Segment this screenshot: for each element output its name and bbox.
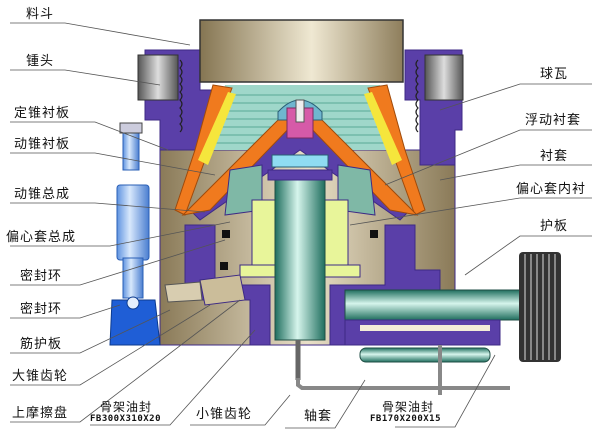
- label-moving-cone-liner: 动锥衬板: [14, 137, 71, 152]
- label-fixed-cone-liner: 定锥衬板: [14, 106, 71, 121]
- label-lock-head: 锺头: [26, 54, 55, 69]
- leader-lines: [10, 22, 496, 429]
- label-seal-ring-1: 密封环: [20, 269, 63, 284]
- label-hopper: 料斗: [26, 7, 55, 22]
- label-guard-plate: 护板: [540, 219, 569, 234]
- label-rib-guard: 筋护板: [20, 337, 63, 352]
- label-oil-seal-1: 骨架油封: [100, 400, 153, 414]
- label-moving-cone-assembly: 动锥总成: [14, 187, 71, 202]
- label-ball-bearing-shell: 球瓦: [540, 67, 569, 82]
- label-eccentric-inner-liner: 偏心套内衬: [516, 182, 587, 197]
- label-upper-friction-disc: 上摩擦盘: [12, 406, 69, 421]
- label-eccentric-assembly: 偏心套总成: [6, 230, 77, 245]
- label-floating-bushing: 浮动衬套: [525, 113, 582, 128]
- label-shaft-sleeve: 轴套: [304, 409, 333, 424]
- label-small-bevel-gear: 小锥齿轮: [196, 407, 253, 422]
- label-bushing: 衬套: [540, 149, 569, 164]
- label-seal-ring-2: 密封环: [20, 302, 63, 317]
- label-oil-seal-2-code: FB170X200X15: [370, 414, 442, 424]
- label-oil-seal-1-code: FB300X310X20: [90, 414, 162, 424]
- label-large-bevel-gear: 大锥齿轮: [12, 369, 69, 384]
- label-oil-seal-2: 骨架油封: [382, 400, 435, 414]
